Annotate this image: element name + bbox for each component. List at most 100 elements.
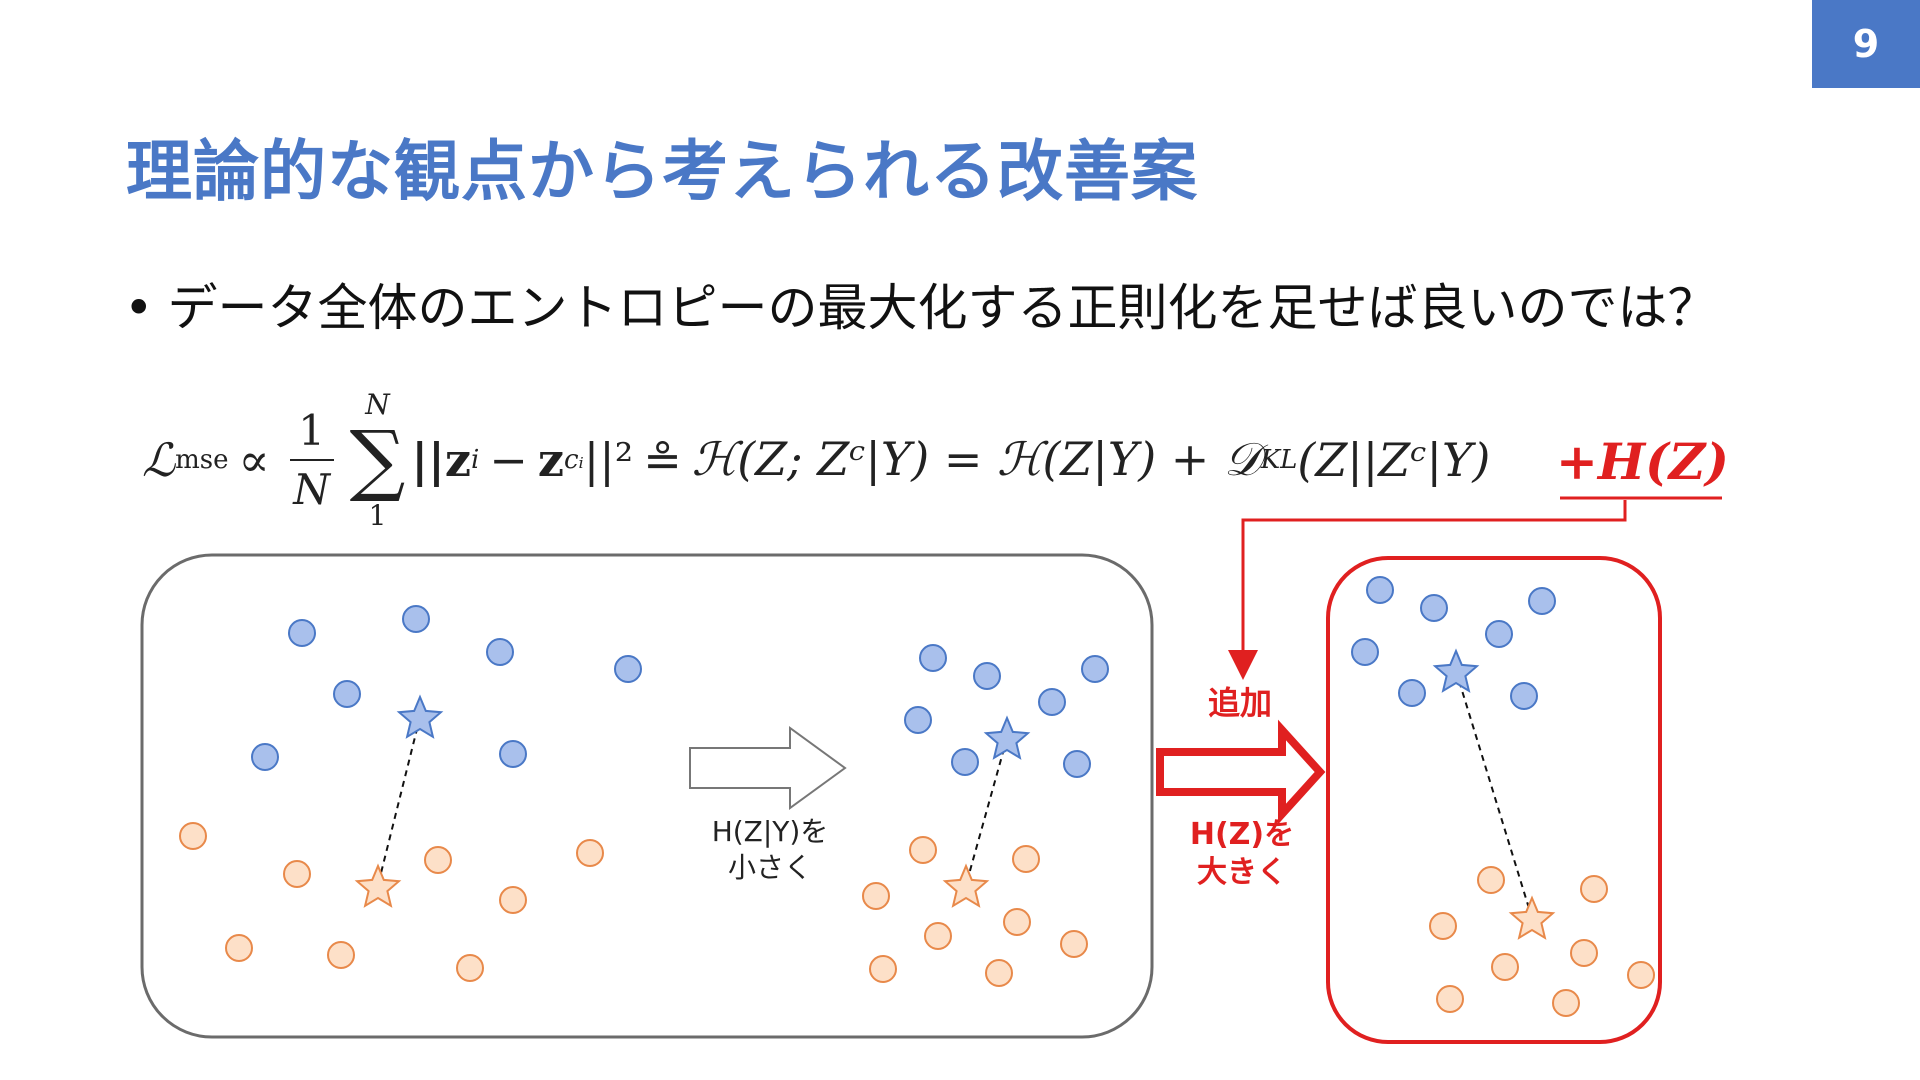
blue-point [251,743,279,771]
panel1-orange-centroid-star [354,863,402,908]
blue-point [1366,576,1394,604]
formula-mutual-info: ℋ(Z; Zᶜ|Y) = ℋ(Z|Y) + 𝒟 [691,432,1261,486]
formula-propto: ∝ [238,433,270,487]
blue-point [499,740,527,768]
increase-entropy-label: H(Z)を 大きく [1172,816,1312,892]
orange-point [924,922,952,950]
orange-point [1436,985,1464,1013]
norm-term2: z [537,433,564,487]
blue-point [1528,587,1556,615]
reduce-label-line1: H(Z|Y)を [711,815,829,848]
formula-sum: N ∑ 1 [350,388,406,532]
panel1-blue-points [251,605,642,771]
blue-point [1510,682,1538,710]
orange-point [283,860,311,888]
orange-point [1060,930,1088,958]
norm-close: ||² [583,433,634,487]
orange-point [985,959,1013,987]
orange-point [1429,912,1457,940]
sum-symbol: ∑ [349,415,406,505]
orange-point [327,941,355,969]
formula-kl-sub: KL [1260,445,1298,475]
orange-point [225,934,253,962]
bullet-text: データ全体のエントロピーの最大化する正則化を足せば良いのでは？ [167,279,1718,337]
blue-point [1351,638,1379,666]
red-block-arrow [1156,719,1326,825]
orange-point [456,954,484,982]
orange-point [1570,939,1598,967]
blue-point [1081,655,1109,683]
blue-point [288,619,316,647]
panel2-blue-points [904,644,1109,778]
hollow-arrow [689,726,847,810]
blue-point [486,638,514,666]
formula-eq-c: ≗ [643,433,682,487]
fraction-numerator: 1 [298,406,326,455]
panel1-orange-points [179,822,604,982]
blue-point [1398,679,1426,707]
add-label: 追加 [1207,684,1272,722]
formula-kl: (Z||Zᶜ|Y) [1297,433,1491,487]
sum-lower: 1 [368,499,387,532]
orange-point [869,955,897,983]
blue-point [1485,620,1513,648]
panel3-blue-points [1351,576,1556,710]
blue-point [919,644,947,672]
orange-point [1477,866,1505,894]
orange-point [576,839,604,867]
norm-sub-ci: cᵢ [563,445,584,475]
formula-fraction: 1 N [289,406,334,514]
bullet-point: •データ全体のエントロピーの最大化する正則化を足せば良いのでは？ [124,268,1718,340]
blue-point [402,605,430,633]
orange-point [1552,989,1580,1017]
panel1-blue-centroid-star [396,694,444,739]
orange-point [1003,908,1031,936]
increase-label-line1: H(Z)を [1189,817,1295,852]
page-number: 9 [1812,0,1920,88]
panel1-centroid-distance [377,716,421,886]
orange-point [424,846,452,874]
orange-point [862,882,890,910]
blue-point [951,748,979,776]
blue-point [1063,750,1091,778]
blue-point [904,706,932,734]
panel2-blue-centroid-star [983,715,1031,760]
panel3-orange-points [1429,866,1655,1017]
formula-lhs: ℒ [142,433,176,487]
orange-point [1627,961,1655,989]
before-after-box [140,553,1154,1039]
blue-point [1038,688,1066,716]
formula-lhs-sub: mse [175,445,229,475]
orange-point [179,822,207,850]
panel3-orange-centroid-star [1508,895,1556,940]
increase-label-line2: 大きく [1197,855,1287,890]
orange-point [909,836,937,864]
connector-arrow [1228,500,1627,680]
panel2-centroid-distance [965,737,1008,886]
reduce-label-line2: 小さく [727,851,812,884]
panel2-orange-centroid-star [942,863,990,908]
orange-point [499,886,527,914]
fraction-bar [289,459,334,461]
bullet-dot: • [124,279,154,337]
norm-sub-i: i [470,445,480,475]
reduce-conditional-entropy-label: H(Z|Y)を 小さく [690,814,850,886]
added-entropy-term: +H(Z) [1556,432,1729,491]
orange-point [1491,953,1519,981]
formula-minus: − [489,433,528,487]
blue-point [973,662,1001,690]
orange-point [1012,845,1040,873]
norm-open: ||z [411,433,471,487]
panel3-blue-centroid-star [1432,648,1480,693]
sum-upper: N [365,388,390,421]
blue-point [333,680,361,708]
blue-point [1420,594,1448,622]
entropy-box [1326,556,1662,1044]
panel2-orange-points [862,836,1088,987]
blue-point [614,655,642,683]
slide-title: 理論的な観点から考えられる改善案 [126,133,1198,210]
orange-point [1580,875,1608,903]
fraction-denominator: N [293,465,331,514]
